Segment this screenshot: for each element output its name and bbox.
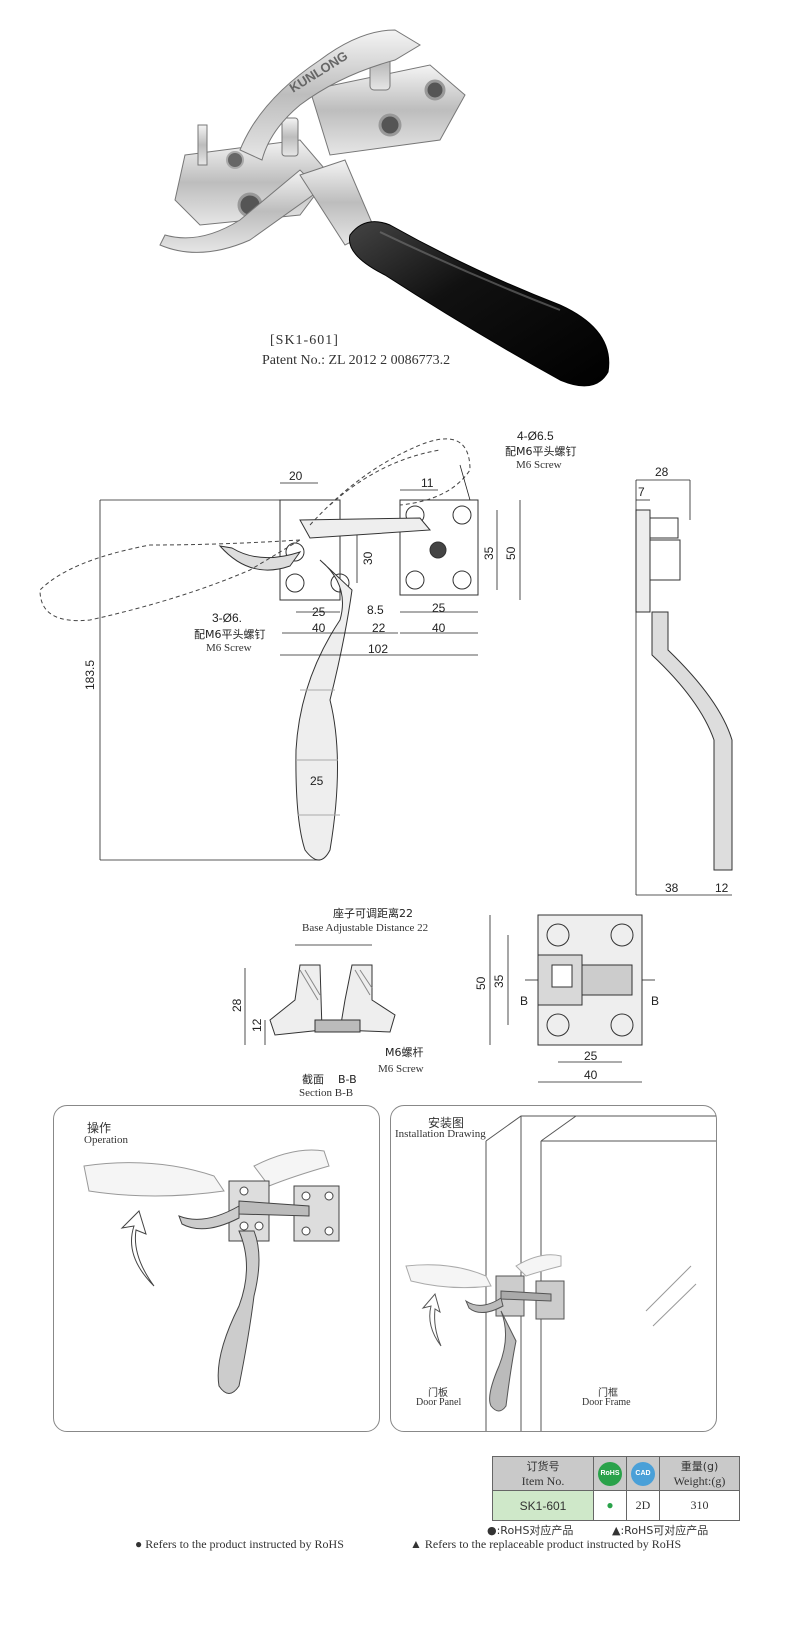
side-dim-12: 12: [715, 881, 729, 895]
section-title-cn: 座子可调距离22: [333, 906, 413, 920]
dim-3-holes: 3-Ø6.: [212, 611, 242, 625]
dim-25-left: 25: [312, 605, 326, 619]
header-item-no: 订货号 Item No.: [492, 1456, 594, 1491]
dim-40-left: 40: [312, 621, 326, 635]
operation-title-cn: 操作: [87, 1121, 112, 1135]
legend-dot-cn: ●:RoHS对应产品: [487, 1524, 574, 1537]
dim-30: 30: [361, 551, 375, 565]
base-dim-40: 40: [584, 1068, 598, 1082]
legend-dot-en: ● Refers to the product instructed by Ro…: [135, 1537, 344, 1551]
patent-number: Patent No.: ZL 2012 2 0086773.2: [262, 353, 451, 368]
base-mark-b-right: B: [651, 994, 659, 1008]
section-dim-12: 12: [250, 1018, 264, 1032]
dim-35: 35: [482, 546, 496, 560]
base-dim-50: 50: [474, 976, 488, 990]
dim-25-right: 25: [432, 601, 446, 615]
header-rohs: RoHS: [593, 1456, 627, 1491]
model-label: [SK1-601]: [270, 333, 339, 348]
base-dim-35: 35: [492, 974, 506, 988]
dim-screw-cn-right: 配M6平头螺钉: [505, 445, 577, 458]
section-label-mark: B-B: [338, 1073, 357, 1086]
side-dim-38: 38: [665, 881, 679, 895]
section-and-base-drawing: 座子可调距离22 Base Adjustable Distance 22 28 …: [230, 906, 659, 1099]
front-view-drawing: 20 11 4-Ø6.5 配M6平头螺钉 M6 Screw 30 35 50 8…: [39, 429, 733, 896]
side-dim-7: 7: [638, 485, 645, 499]
cell-cad: 2D: [626, 1490, 660, 1521]
header-item-cn: 订货号: [526, 1460, 560, 1473]
header-cad: CAD: [626, 1456, 660, 1491]
cell-item-no: SK1-601: [492, 1490, 594, 1521]
section-screw-cn: M6螺杆: [385, 1045, 424, 1059]
dim-50: 50: [504, 546, 518, 560]
base-dim-25: 25: [584, 1049, 598, 1063]
header-item-en: Item No.: [521, 1474, 565, 1488]
door-frame-en: Door Frame: [582, 1397, 631, 1408]
door-panel-cn: 门板: [428, 1388, 448, 1399]
operation-title-en: Operation: [84, 1134, 128, 1146]
dim-22: 22: [372, 621, 386, 635]
installation-panel: 安装图 Installation Drawing 门板 Door Panel 门…: [390, 1105, 717, 1432]
header-weight: 重量(g) Weight:(g): [659, 1456, 740, 1491]
cell-rohs: ●: [593, 1490, 627, 1521]
legend-tri-cn: ▲:RoHS可对应产品: [612, 1524, 709, 1537]
section-label-en: Section B-B: [299, 1087, 353, 1099]
dim-40-right: 40: [432, 621, 446, 635]
dim-screw-en-left: M6 Screw: [206, 642, 252, 654]
section-screw-en: M6 Screw: [378, 1063, 424, 1075]
legend-tri-en: ▲ Refers to the replaceable product inst…: [410, 1537, 682, 1551]
dim-11: 11: [421, 476, 434, 490]
base-mark-b-left: B: [520, 994, 528, 1008]
dim-102: 102: [368, 642, 388, 656]
dim-183-5: 183.5: [83, 660, 97, 690]
spec-table: 订货号 Item No. RoHS CAD 重量(g) Weight:(g) S…: [492, 1456, 740, 1521]
header-weight-en: Weight:(g): [673, 1474, 726, 1488]
dim-screw-en-right: M6 Screw: [516, 459, 562, 471]
dim-screw-cn-left: 配M6平头螺钉: [194, 628, 266, 641]
installation-title-cn: 安装图: [428, 1116, 465, 1130]
installation-illustration: [405, 1115, 716, 1431]
installation-title-en: Installation Drawing: [395, 1128, 486, 1140]
dim-4-holes: 4-Ø6.5: [517, 429, 554, 443]
cad-badge-icon: CAD: [631, 1461, 655, 1486]
section-dim-28: 28: [230, 998, 244, 1012]
dim-25-handle: 25: [310, 774, 324, 788]
dim-20: 20: [289, 469, 303, 483]
dim-8-5: 8.5: [367, 603, 384, 617]
operation-panel: 操作 Operation: [53, 1105, 380, 1432]
operation-illustration: [83, 1149, 340, 1394]
section-label-cn: 截面: [302, 1072, 324, 1086]
door-panel-en: Door Panel: [416, 1397, 462, 1408]
cell-weight: 310: [659, 1490, 740, 1521]
rohs-badge-icon: RoHS: [598, 1461, 622, 1486]
table-row: SK1-601 ● 2D 310: [492, 1490, 740, 1521]
section-title-en: Base Adjustable Distance 22: [302, 922, 428, 934]
door-frame-cn: 门框: [598, 1388, 618, 1399]
side-dim-28: 28: [655, 465, 669, 479]
product-photo: KUNLONG: [159, 29, 610, 387]
header-weight-cn: 重量(g): [680, 1460, 719, 1473]
